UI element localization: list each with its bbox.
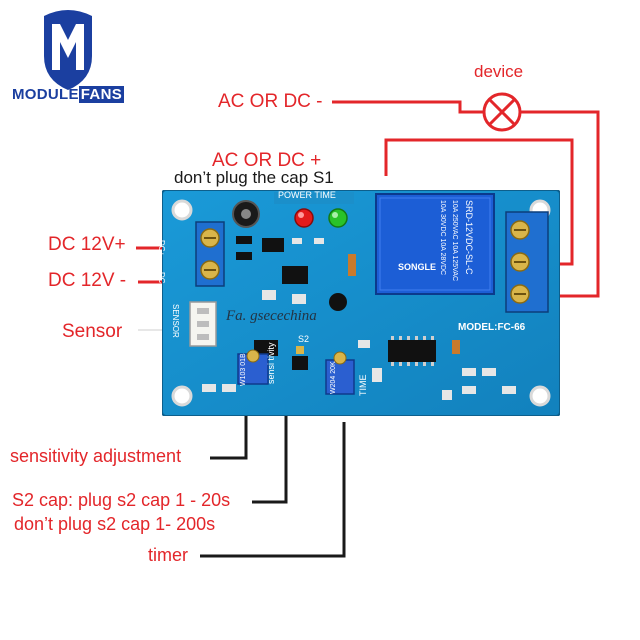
label-sensor: Sensor <box>62 321 123 342</box>
silk-pin-sensor: SENSOR <box>171 304 180 338</box>
pcb-drawing <box>161 189 561 417</box>
label-s2-line1: S2 cap: plug s2 cap 1 - 20s <box>12 490 231 510</box>
relay-brand: SONGLE <box>398 262 437 272</box>
brand-name-accent: FANS <box>78 86 125 103</box>
silk-model: MODEL:FC-66 <box>458 322 526 333</box>
label-dont-plug-s1: don’t plug the cap S1 <box>174 168 334 187</box>
wire-device-to-relay-bottom <box>520 110 600 298</box>
label-sensitivity: sensitivity adjustment <box>10 446 182 466</box>
brand-name-primary: MODULE <box>12 86 79 103</box>
leader-timer <box>200 422 346 558</box>
wire-ac-dc-minus <box>332 100 484 114</box>
label-device: device <box>474 62 524 81</box>
silk-pin-dc-plus: DC+ <box>157 240 166 257</box>
silk-sensitivity: sensi tivity <box>266 342 276 384</box>
label-dc12-plus: DC 12V+ <box>48 234 126 255</box>
label-dc12-minus: DC 12V - <box>48 270 127 291</box>
leader-sensitivity <box>210 400 248 460</box>
silk-pin-dc-minus: DC- <box>157 272 166 287</box>
watermark: Fa. gsecechina <box>226 308 317 324</box>
silk-pot-left: W103 01B <box>240 353 247 386</box>
wire-relay-middle <box>384 138 574 266</box>
relay-module-board: POWER TIME MODEL:FC-66 DC+ DC- SENSOR se… <box>157 189 561 417</box>
relay-rating-2: 10A 30VDC 10A 28VDC <box>439 200 446 276</box>
silk-s2: S2 <box>298 334 310 344</box>
label-timer: timer <box>148 545 188 565</box>
silk-pot-right: W204 20K <box>330 361 337 394</box>
silk-power-time: POWER TIME <box>278 190 336 200</box>
silk-time: TIME <box>358 374 368 397</box>
label-ac-dc-plus: AC OR DC + <box>212 150 322 171</box>
logo-shield-icon <box>44 10 92 90</box>
relay-rating-1: 10A 250VAC 10A 125VAC <box>451 200 458 282</box>
label-s2-line2: don’t plug s2 cap 1- 200s <box>14 514 216 534</box>
label-ac-dc-minus: AC OR DC - <box>218 91 323 112</box>
device-lamp-icon <box>482 92 522 132</box>
relay-model-text: SRD-12VDC-SL-C <box>464 200 474 275</box>
